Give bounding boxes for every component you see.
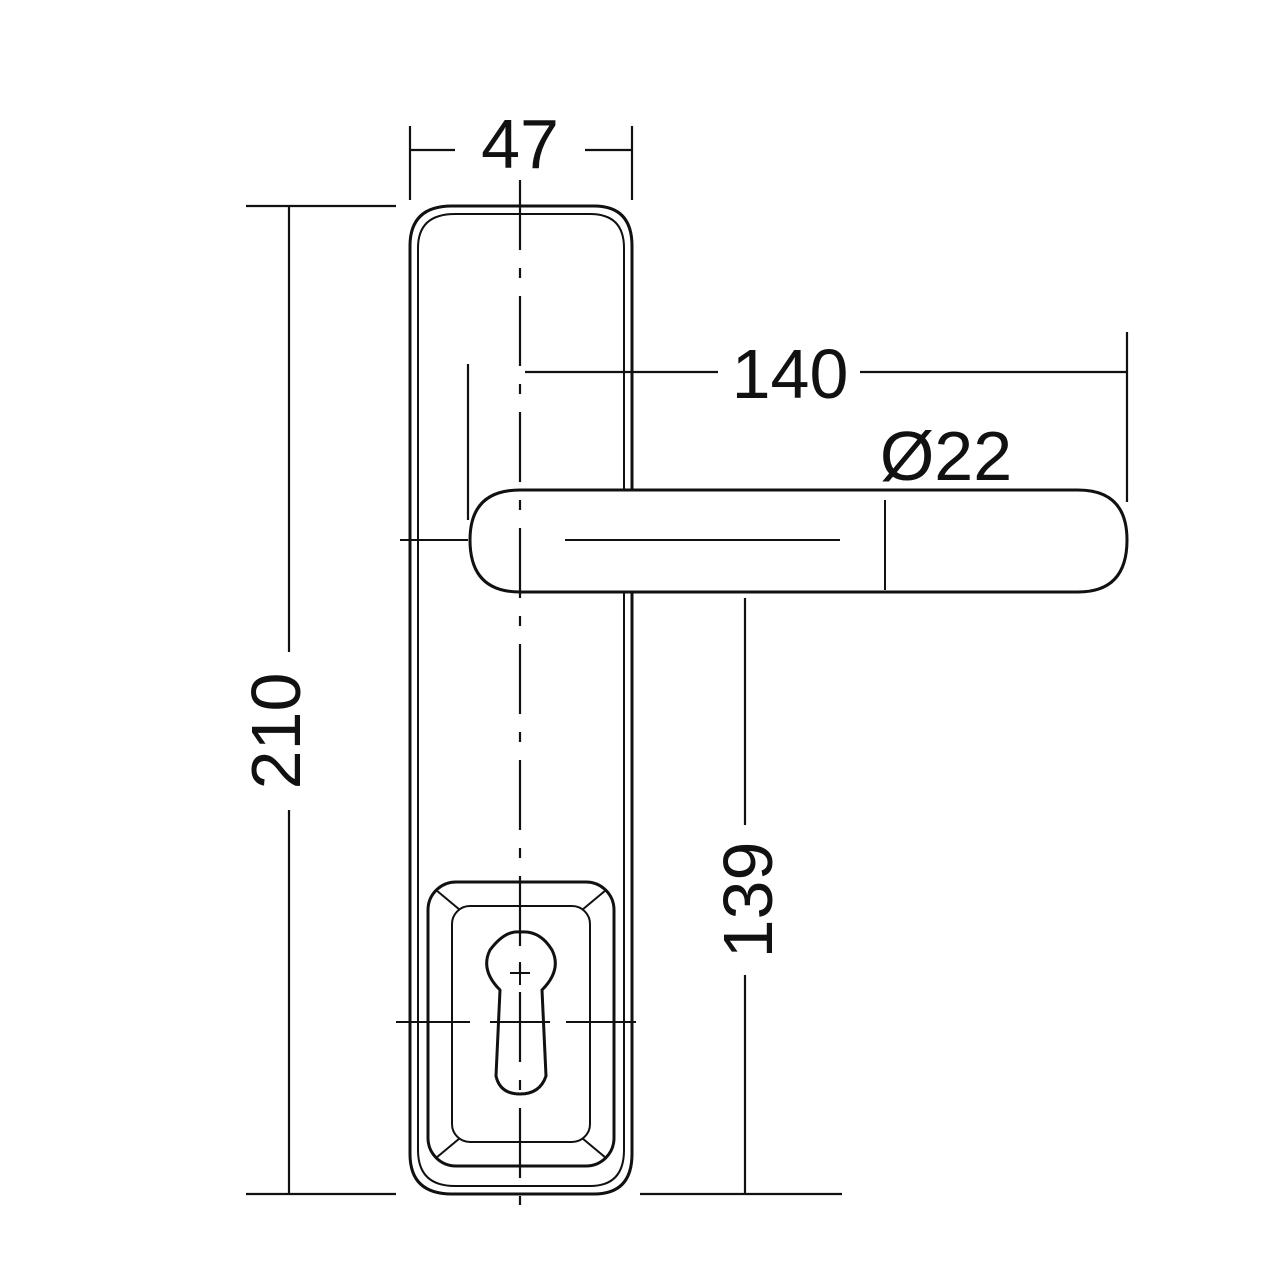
dimension-plate-height: 210	[237, 204, 396, 1196]
lever-handle	[468, 488, 1129, 594]
label-139: 139	[709, 842, 787, 959]
label-diameter-22: Ø22	[880, 417, 1012, 495]
cylinder-keyhole	[485, 930, 557, 1096]
dimension-lever-diameter: Ø22	[880, 417, 1012, 495]
backplate	[408, 204, 634, 1196]
label-210: 210	[237, 673, 315, 790]
center-lines	[396, 180, 636, 1205]
label-47: 47	[481, 105, 559, 183]
label-140: 140	[732, 335, 849, 413]
dimension-lever-length: 140	[466, 332, 1129, 520]
dimension-cylinder-offset: 139	[640, 598, 842, 1196]
dimension-plate-width: 47	[408, 105, 634, 200]
